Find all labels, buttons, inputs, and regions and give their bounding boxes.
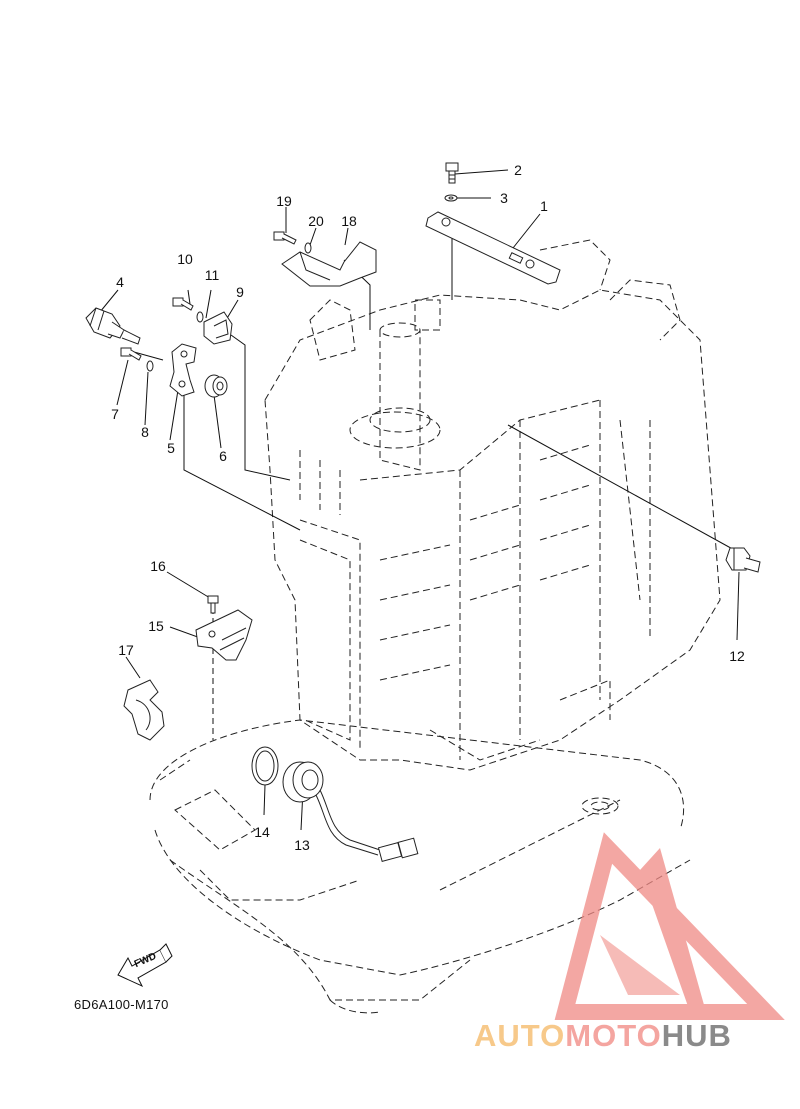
callout-5: 5 — [167, 440, 175, 456]
watermark-part-moto: MOTO — [565, 1018, 662, 1053]
part-20-washer — [305, 243, 311, 253]
engine-block — [265, 240, 720, 770]
callout-15: 15 — [148, 618, 164, 634]
callout-10: 10 — [177, 251, 193, 267]
callout-9: 9 — [236, 284, 244, 300]
part-1-bracket — [426, 212, 560, 284]
callout-20: 20 — [308, 213, 324, 229]
watermark-part-auto: AUTO — [474, 1018, 566, 1053]
part-15-holder — [196, 610, 252, 660]
callout-18: 18 — [341, 213, 357, 229]
part-18-bracket — [282, 242, 376, 286]
part-3-washer — [445, 195, 457, 201]
part-13-harness-plug — [283, 762, 418, 861]
callout-1: 1 — [540, 198, 548, 214]
part-17-clip — [124, 680, 164, 740]
diagram-code: 6D6A100-M170 — [74, 997, 169, 1012]
watermark-text: AUTOMOTOHUB — [474, 1020, 732, 1051]
callout-2: 2 — [514, 162, 522, 178]
bottom-cowling — [150, 720, 690, 1013]
part-4-sensor — [86, 308, 140, 344]
part-19-bolt — [274, 232, 296, 244]
callout-16: 16 — [150, 558, 166, 574]
callout-4: 4 — [116, 274, 124, 290]
part-9-clamp — [204, 312, 232, 344]
callout-7: 7 — [111, 406, 119, 422]
watermark-part-hub: HUB — [661, 1018, 732, 1053]
part-2-bolt — [446, 163, 458, 183]
callout-12: 12 — [729, 648, 745, 664]
part-16-bolt — [208, 596, 218, 613]
callout-8: 8 — [141, 424, 149, 440]
callout-19: 19 — [276, 193, 292, 209]
callout-13: 13 — [294, 837, 310, 853]
fwd-arrow-icon — [118, 944, 172, 986]
callout-3: 3 — [500, 190, 508, 206]
watermark-logo-icon — [565, 848, 766, 1012]
part-8-washer — [147, 361, 153, 371]
callout-6: 6 — [219, 448, 227, 464]
part-11-washer — [197, 312, 203, 322]
leader-lines — [100, 170, 739, 830]
part-6-grommet — [205, 375, 227, 397]
part-14-seal-ring — [252, 747, 278, 785]
callout-14: 14 — [254, 824, 270, 840]
part-7-screw — [121, 348, 141, 360]
callout-17: 17 — [118, 642, 134, 658]
part-12-sensor — [726, 548, 760, 572]
part-10-bolt — [173, 298, 193, 310]
part-5-plate — [170, 344, 196, 396]
callout-11: 11 — [204, 267, 220, 283]
